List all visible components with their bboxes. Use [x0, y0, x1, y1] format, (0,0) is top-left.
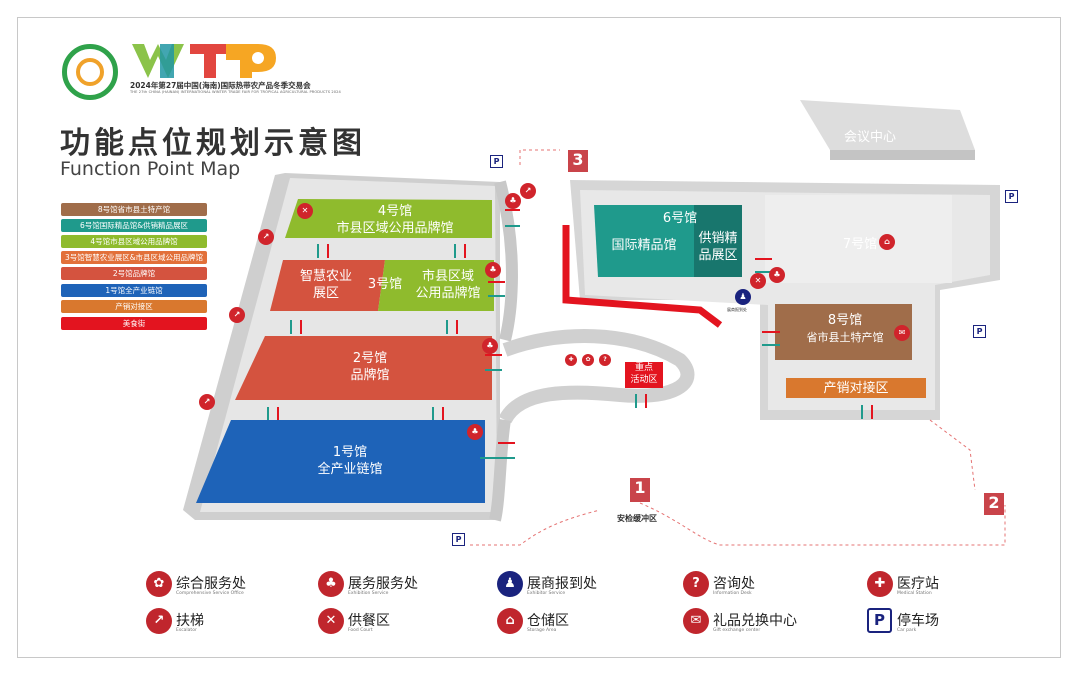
food-street-label: 美食街	[627, 311, 649, 319]
exhibition-service-icon: ♣	[505, 193, 521, 209]
hall-7-label: 7号馆	[842, 237, 878, 252]
service-legend-label: 综合服务处	[176, 576, 246, 592]
service-legend-en: Exhibition Service	[348, 591, 389, 596]
escalator-icon: ↗	[229, 307, 245, 323]
service-legend-label: 仓储区	[527, 613, 569, 629]
hall-3-left-label: 智慧农业 展区	[299, 269, 352, 301]
parking-icon: P	[490, 155, 503, 168]
exhibition-service-icon: ♣	[769, 267, 785, 283]
service-legend-label: 供餐区	[348, 613, 390, 629]
fair-emblem-logo	[62, 44, 118, 100]
service-icon: ✿	[146, 571, 172, 597]
hall-4-label: 4号馆 市县区域公用品牌馆	[336, 204, 454, 236]
food-court-icon: ✕	[297, 203, 313, 219]
service-legend-en: Food Court	[348, 628, 373, 633]
medical-icon: ✚	[867, 571, 893, 597]
hall-6-label: 6号馆	[662, 211, 698, 226]
escalator-icon: ↗	[520, 183, 536, 199]
hall-7	[765, 195, 952, 283]
trade-zone-label: 产销对接区	[823, 381, 889, 396]
escalator-icon: ↗	[258, 229, 274, 245]
activity-area	[625, 362, 663, 388]
legend-item: 产销对接区	[61, 300, 207, 313]
hall-8-label: 8号馆 省市县土特产馆	[806, 313, 884, 344]
service-legend-label: 停车场	[897, 613, 939, 629]
exhibition-service-icon: ♣	[467, 424, 483, 440]
service-legend-label: 礼品兑换中心	[713, 613, 797, 629]
hall-3-left	[270, 260, 385, 311]
exhibitor-checkin-label: 展商报到处	[727, 307, 747, 312]
exhibition-service-icon: ♣	[318, 571, 344, 597]
page-subtitle: Function Point Map	[60, 158, 241, 180]
hall-3-right	[378, 260, 494, 311]
food-court-icon: ✕	[318, 608, 344, 634]
service-legend-en: Escalator	[176, 628, 197, 633]
hall-2	[235, 336, 492, 400]
hall-6-intl-label: 国际精品馆	[611, 238, 677, 253]
information-icon: ?	[599, 354, 611, 366]
food-court-icon: ✕	[750, 273, 766, 289]
conference-center	[800, 100, 975, 150]
gift-icon: ✉	[894, 325, 910, 341]
exhibitor-checkin-icon: ♟	[497, 571, 523, 597]
legend-item: 1号馆全产业链馆	[61, 284, 207, 297]
legend-item: 4号馆市县区域公用品牌馆	[61, 235, 207, 248]
exhibitor-checkin-icon: ♟	[735, 289, 751, 305]
storage-icon: ⌂	[497, 608, 523, 634]
service-legend-label: 医疗站	[897, 576, 939, 592]
hall-6-supply	[694, 205, 742, 277]
information-icon: ?	[683, 571, 709, 597]
page-title: 功能点位规划示意图	[60, 126, 366, 161]
service-legend-en: Comprehensive Service Office	[176, 591, 244, 596]
service-legend-en: Car park	[897, 628, 917, 633]
service-legend-en: Medical Station	[897, 591, 932, 596]
service-legend-en: Information Desk	[713, 591, 752, 596]
hall-3-right-label: 市县区域 公用品牌馆	[415, 269, 481, 301]
hall-3-label: 3号馆	[367, 277, 403, 292]
service-legend-en: Exhibitor Service	[527, 591, 566, 596]
service-legend-label: 展商报到处	[527, 576, 597, 592]
parking-icon: P	[973, 325, 986, 338]
hall-4	[285, 199, 492, 238]
legend-item: 2号馆品牌馆	[61, 267, 207, 280]
service-legend-label: 咨询处	[713, 576, 755, 592]
exhibition-service-icon: ♣	[482, 338, 498, 354]
legend-item: 美食街	[61, 317, 207, 330]
service-legend-label: 扶梯	[176, 613, 204, 629]
service-legend-label: 展务服务处	[348, 576, 418, 592]
hall-6-supply-label: 供销精 品展区	[698, 231, 738, 263]
gift-icon: ✉	[683, 608, 709, 634]
service-legend-en: Storage Area	[527, 628, 557, 633]
gate-2: 2	[984, 493, 1004, 515]
service-icon: ✿	[582, 354, 594, 366]
parking-icon: P	[1005, 190, 1018, 203]
map-frame	[17, 17, 1061, 658]
legend-item: 6号馆国际精品馆&供销精品展区	[61, 219, 207, 232]
food-street	[562, 225, 723, 328]
trade-zone	[786, 378, 926, 398]
wtp-logo	[132, 44, 276, 78]
parking-icon: P	[452, 533, 465, 546]
hall-2-label: 2号馆 品牌馆	[350, 351, 390, 383]
medical-icon: ✚	[565, 354, 577, 366]
service-legend-en: Gift exchange center	[713, 628, 761, 633]
hall-8	[775, 304, 912, 360]
gate-3: 3	[568, 150, 588, 172]
parking-icon: P	[867, 608, 892, 633]
event-title-en: THE 27th CHINA (HAINAN) INTERNATIONAL WI…	[130, 90, 341, 94]
gate-1: 1	[630, 478, 650, 502]
hall-1	[196, 420, 485, 503]
storage-icon: ⌂	[879, 234, 895, 250]
escalator-icon: ↗	[199, 394, 215, 410]
legend-item: 8号馆省市县土特产馆	[61, 203, 207, 216]
activity-area-label: 重点 活动区	[630, 363, 658, 385]
escalator-icon: ↗	[146, 608, 172, 634]
security-buffer-label: 安检缓冲区	[617, 514, 657, 523]
event-title: 2024年第27届中国(海南)国际热带农产品冬季交易会	[130, 81, 311, 90]
legend-item: 3号馆智慧农业展区&市县区域公用品牌馆	[61, 251, 207, 264]
hall-1-label: 1号馆 全产业链馆	[317, 445, 383, 477]
conference-center-label: 会议中心	[843, 130, 896, 145]
exhibition-service-icon: ♣	[485, 262, 501, 278]
